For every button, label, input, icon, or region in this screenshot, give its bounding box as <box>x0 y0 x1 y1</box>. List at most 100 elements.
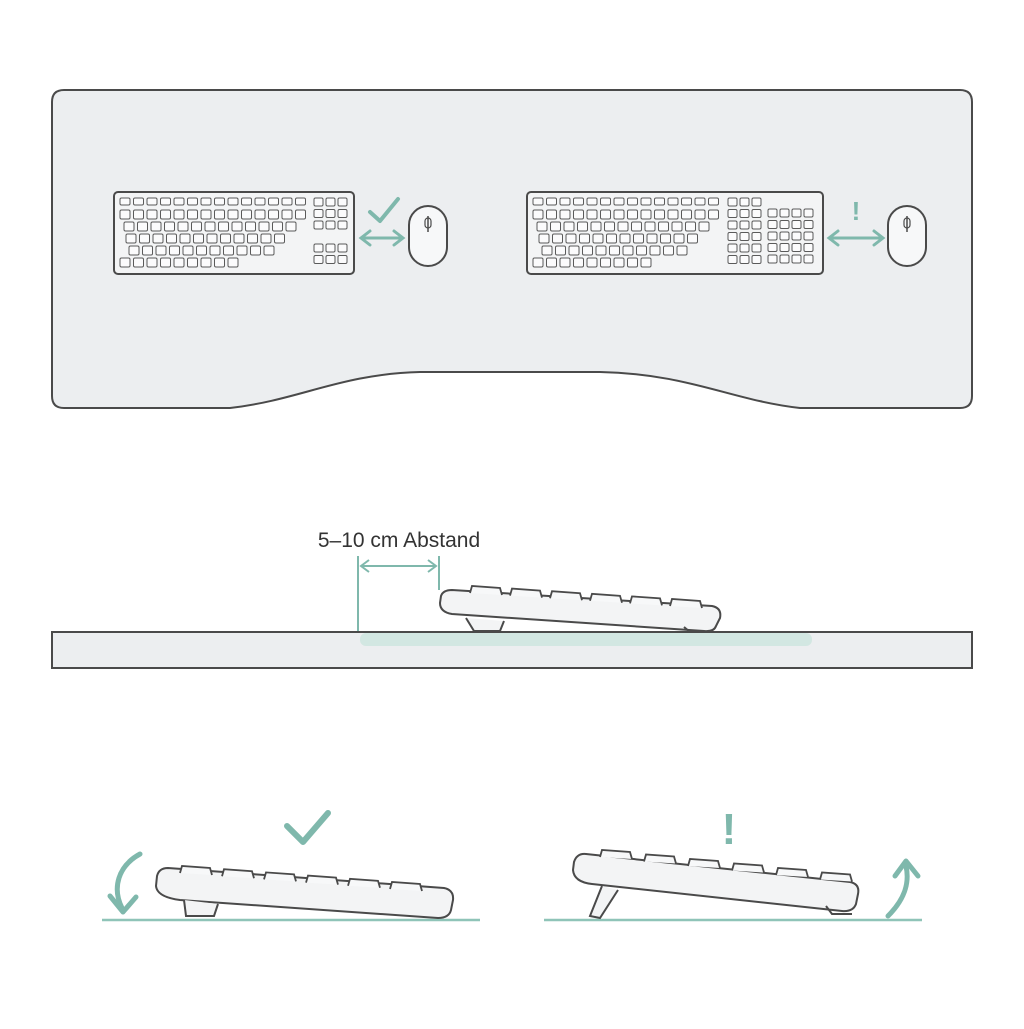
keycap <box>685 221 696 232</box>
keycap <box>613 257 625 268</box>
keycap <box>187 257 198 268</box>
keycap <box>119 257 131 268</box>
keycap <box>313 209 324 218</box>
keyboard-foot-extended <box>588 885 619 920</box>
keycap <box>313 220 324 230</box>
keycap-side <box>731 862 765 873</box>
keycap <box>751 255 762 264</box>
keycap <box>182 245 194 256</box>
keycap <box>803 231 814 241</box>
keycap <box>337 220 348 230</box>
keycap <box>767 254 778 264</box>
desk-side-view: 5–10 cm Abstand <box>51 529 973 669</box>
mouse-far-indicator: ! <box>826 196 927 267</box>
keycap-side <box>687 858 721 869</box>
keycap <box>694 197 706 206</box>
keycap-side <box>629 595 663 606</box>
keycap <box>767 208 778 218</box>
keycap <box>751 197 762 207</box>
keycap <box>220 233 231 244</box>
keycaps-row <box>179 865 423 892</box>
keycap <box>160 197 171 206</box>
keyboard-full-keys <box>532 197 814 268</box>
keycap <box>586 209 598 220</box>
mouse-icon <box>887 205 927 267</box>
keycap <box>687 233 698 244</box>
keycap-side <box>263 871 297 882</box>
exclamation-icon: ! <box>852 196 861 226</box>
keycap <box>565 233 577 244</box>
keycap <box>254 197 266 206</box>
keycap <box>627 209 638 220</box>
keycap <box>550 221 561 232</box>
keycap <box>241 209 252 220</box>
keycap <box>640 209 652 220</box>
keycap <box>727 209 738 218</box>
keycap <box>633 233 644 244</box>
keycap <box>779 231 790 241</box>
keycap <box>250 245 261 256</box>
keycap-side <box>819 871 853 882</box>
keycap <box>152 233 164 244</box>
keycap <box>563 221 575 232</box>
keycap <box>227 257 239 268</box>
keycap <box>236 245 248 256</box>
keycap <box>268 209 279 220</box>
keycap <box>146 209 158 220</box>
keycap <box>227 209 239 220</box>
keycap <box>325 220 336 230</box>
keycap <box>245 221 256 232</box>
keycap <box>541 245 553 256</box>
mouse-close-indicator <box>358 197 448 267</box>
keycap <box>337 209 348 218</box>
keycap <box>613 209 625 220</box>
keycap <box>218 221 229 232</box>
keycap-side <box>669 598 703 609</box>
keycap <box>791 208 802 218</box>
keycap <box>791 220 802 229</box>
keycap <box>739 232 750 241</box>
keycap <box>660 233 671 244</box>
keycap <box>727 243 738 253</box>
keycap <box>559 209 571 220</box>
keycap <box>739 243 750 253</box>
keycap <box>779 208 790 218</box>
keycaps-row <box>599 849 853 882</box>
arrow-down-icon <box>107 851 143 915</box>
keycap <box>233 233 245 244</box>
keycap <box>196 245 207 256</box>
keycap <box>133 209 144 220</box>
keycap <box>125 233 137 244</box>
keycap <box>613 197 625 206</box>
keycap <box>640 257 652 268</box>
keycap <box>325 255 336 264</box>
keycap <box>337 255 348 264</box>
keycap <box>779 243 790 252</box>
keycap <box>123 221 135 232</box>
keycap <box>600 197 611 206</box>
keycap <box>337 243 348 253</box>
keycap <box>532 197 544 206</box>
keycap <box>139 233 150 244</box>
keycap <box>767 220 778 229</box>
keycap <box>209 245 221 256</box>
keycap <box>803 254 814 264</box>
keycap <box>609 245 620 256</box>
keycap <box>739 220 750 230</box>
keycap <box>337 197 348 207</box>
keycap-side <box>469 585 503 596</box>
mouse-icon <box>408 205 448 267</box>
keycap <box>622 245 634 256</box>
keycap <box>667 209 679 220</box>
keycap <box>272 221 283 232</box>
keycap <box>532 209 544 220</box>
keycap <box>538 233 550 244</box>
keycap <box>155 245 167 256</box>
keycap <box>173 209 185 220</box>
keycap <box>577 221 588 232</box>
keycap <box>751 220 762 230</box>
keycap <box>640 197 652 206</box>
keycaps-row <box>469 585 703 609</box>
keycap <box>779 254 790 264</box>
